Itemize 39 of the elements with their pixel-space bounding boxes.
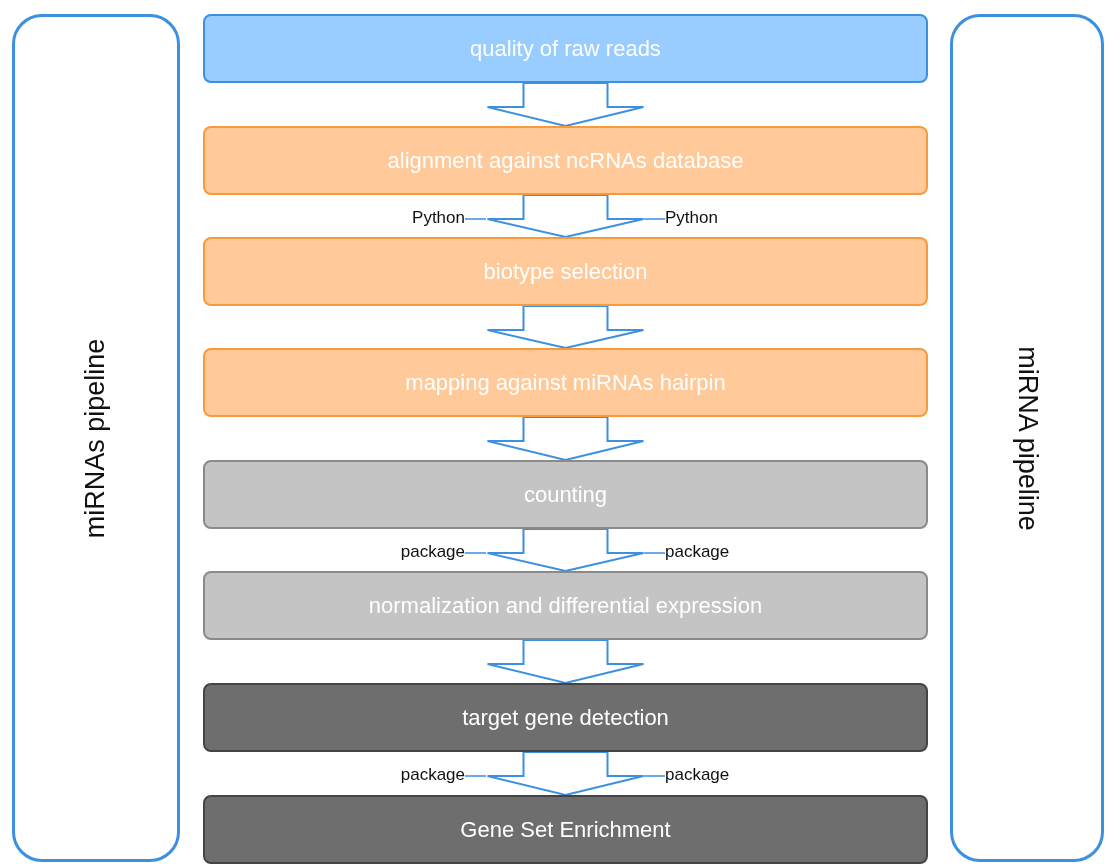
panel-title: miRNA pipeline [1011,345,1043,531]
leader-line [643,552,666,554]
step-label: counting [523,481,608,508]
tool-label: package [400,542,465,562]
block-arrow [486,528,645,573]
process-box [203,14,928,83]
tool-label: Python [665,208,718,228]
step-label: Gene Set Enrichment [460,816,671,843]
process-box [203,683,928,752]
step-label: target gene detection [462,704,669,731]
step-label: mapping against miRNAs hairpin [405,369,726,396]
tool-label: package [665,542,730,562]
step-label: alignment against ncRNAs database [387,147,744,174]
block-arrow [486,305,645,350]
leader-line [464,218,487,220]
process-box [203,571,928,640]
tool-label: package [400,765,465,785]
block-arrow [486,416,645,462]
step-label: normalization and differential expression [368,592,763,619]
panel-title: miRNAs pipeline [80,338,112,538]
block-arrow [486,639,645,685]
process-box [203,348,928,417]
step-label: biotype selection [483,258,648,285]
tool-label: package [665,765,730,785]
leader-line [643,218,666,220]
pipeline-panel [950,14,1104,862]
block-arrow [486,82,645,128]
tool-label: Python [412,208,465,228]
process-box [203,795,928,864]
leader-line [464,775,487,777]
block-arrow [486,751,645,797]
pipeline-panel [12,14,180,862]
process-box [203,460,928,529]
process-box [203,126,928,195]
process-box [203,237,928,306]
step-label: quality of raw reads [470,35,661,62]
leader-line [464,552,487,554]
leader-line [643,775,666,777]
block-arrow [486,194,645,239]
